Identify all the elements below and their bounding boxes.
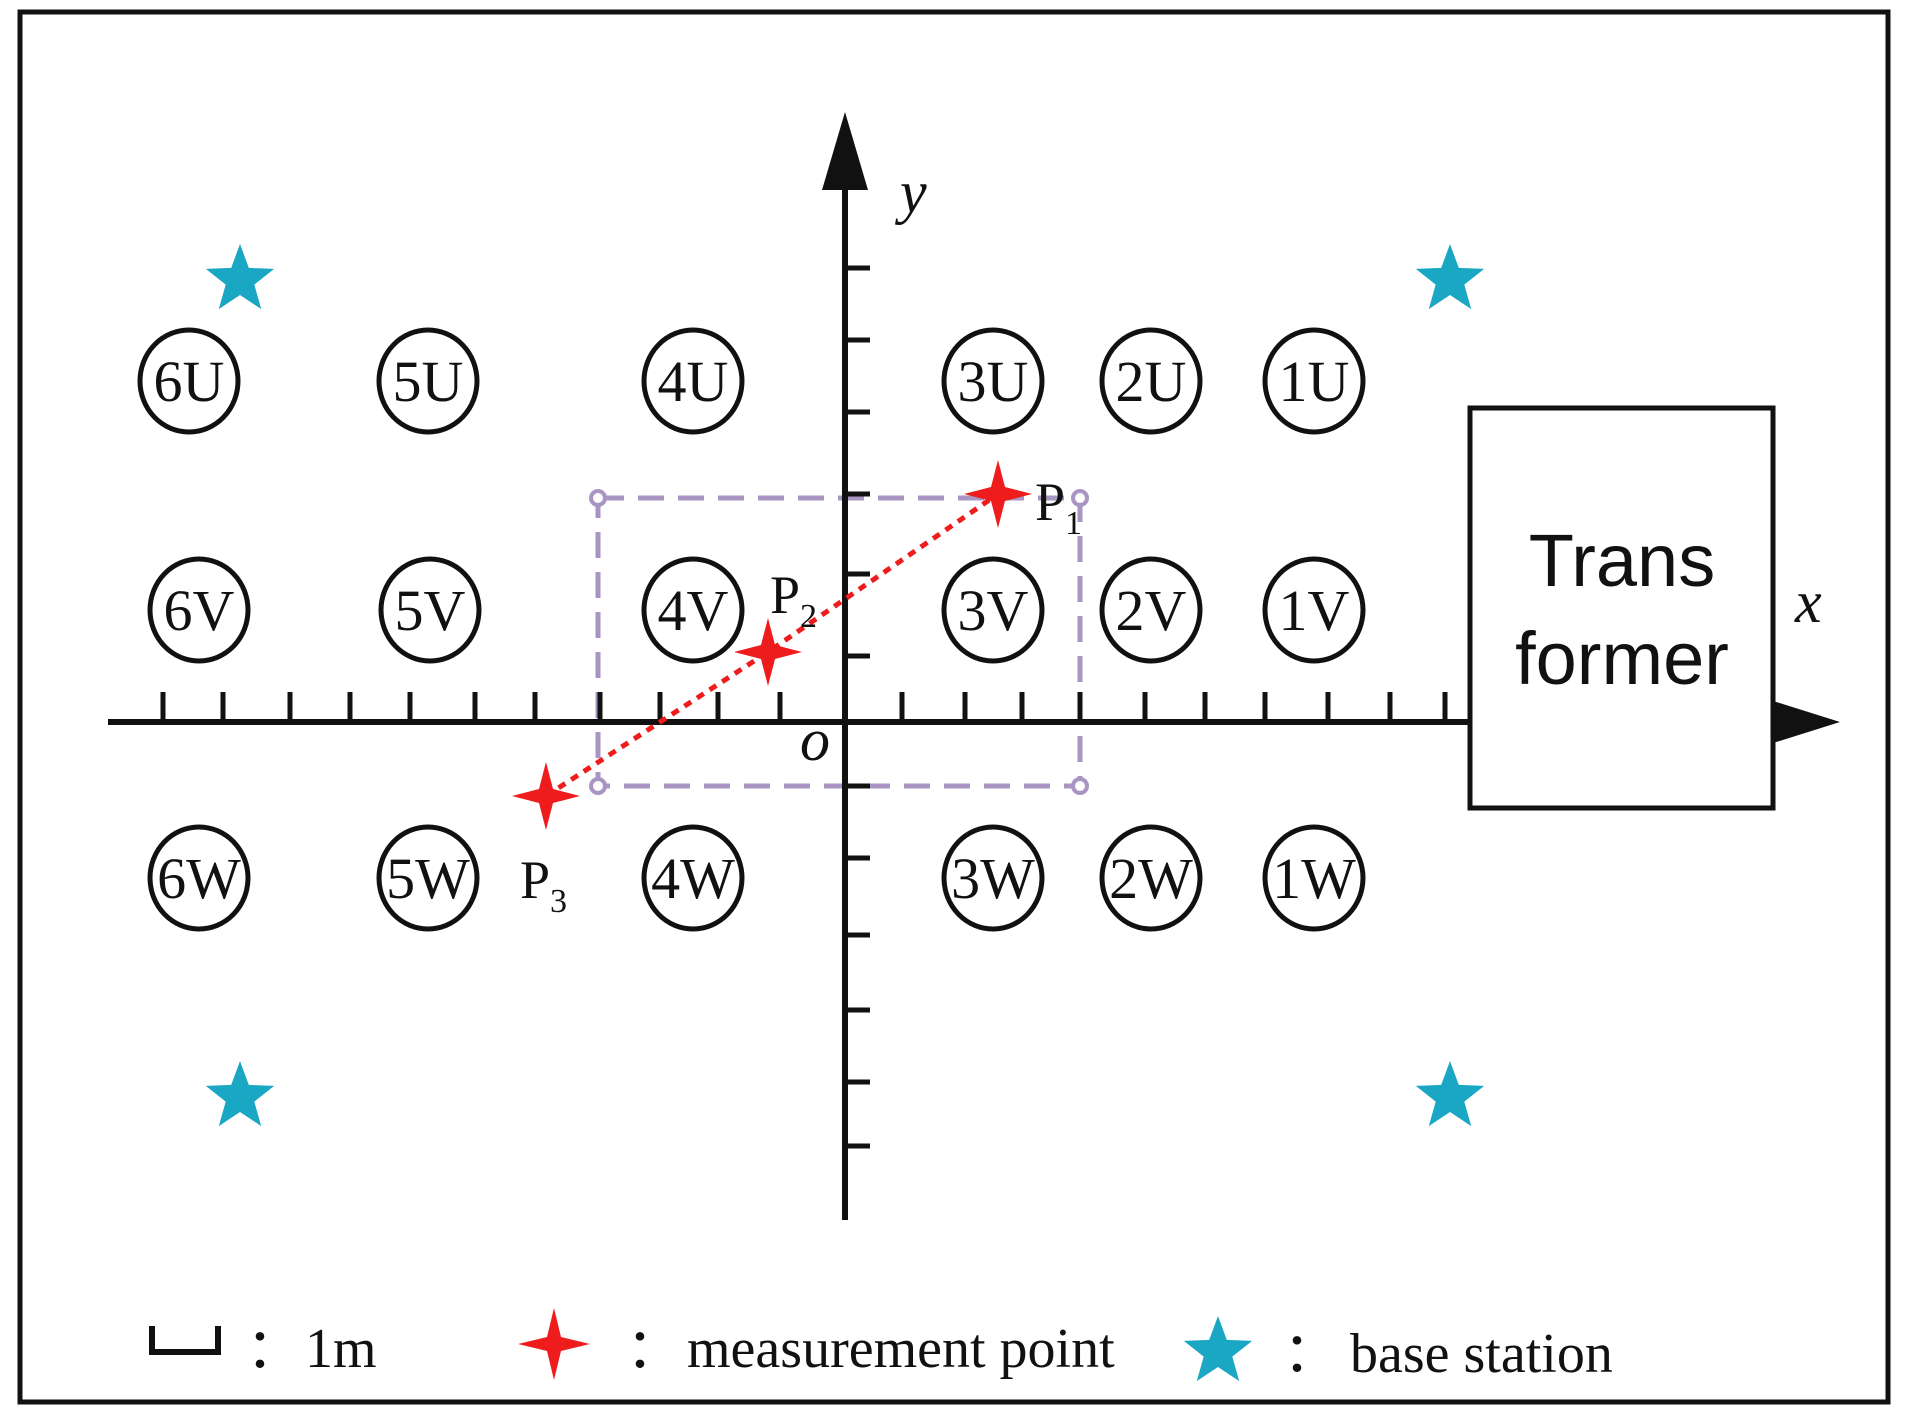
bushing-2W: 2W: [1099, 824, 1203, 932]
legend-base-station-icon: [1183, 1316, 1253, 1382]
svg-text:6W: 6W: [157, 846, 241, 911]
origin-label: o: [800, 707, 830, 773]
bushing-4W: 4W: [641, 824, 745, 932]
y-axis: y o: [800, 112, 927, 1220]
bushing-3U: 3U: [941, 327, 1045, 435]
x-axis-ticks: [160, 692, 1448, 722]
outer-frame: [17, 9, 1891, 1405]
svg-text:2V: 2V: [1116, 578, 1187, 643]
measurement-point-icon: [734, 618, 802, 686]
legend-point-text: measurement point: [687, 1318, 1115, 1380]
svg-text:4U: 4U: [658, 349, 729, 414]
svg-text:3U: 3U: [958, 349, 1029, 414]
transformer-box: Trans former: [1467, 405, 1776, 811]
svg-text:5V: 5V: [395, 578, 466, 643]
legend-scale-text: 1m: [305, 1318, 377, 1380]
svg-text:5U: 5U: [393, 349, 464, 414]
svg-text:4W: 4W: [651, 846, 735, 911]
x-axis-label: x: [1794, 569, 1822, 635]
base-stations: [205, 244, 1485, 1127]
bushing-3W: 3W: [941, 824, 1045, 932]
bushing-4V: 4V: [641, 556, 745, 664]
svg-text:5W: 5W: [386, 846, 470, 911]
bushing-6V: 6V: [147, 556, 251, 664]
region-corner: [1071, 777, 1089, 795]
transformer-rect: [1467, 405, 1776, 811]
legend-station-text: base station: [1350, 1323, 1613, 1385]
x-axis-arrow: [1770, 700, 1840, 744]
bushing-2U: 2U: [1099, 327, 1203, 435]
region-corner: [589, 777, 607, 795]
bushing-3V: 3V: [941, 556, 1045, 664]
bushing-6W: 6W: [147, 824, 251, 932]
measurement-path: [544, 491, 1000, 799]
bushing-1V: 1V: [1262, 556, 1366, 664]
region-corner: [589, 489, 607, 507]
y-axis-label: y: [894, 159, 927, 225]
svg-text:6V: 6V: [164, 578, 235, 643]
measurement-point-p3: P3: [512, 762, 580, 920]
base-station-icon: [205, 244, 275, 310]
legend-measurement-point-icon: [518, 1308, 590, 1380]
point-label-p3: P3: [520, 850, 567, 920]
measurement-point-icon: [964, 460, 1032, 528]
point-label-p2: P2: [770, 565, 817, 635]
measurement-point-p2: P2: [734, 565, 817, 686]
base-station-icon: [1415, 1061, 1485, 1127]
transformer-label-line2: former: [1515, 617, 1729, 700]
svg-text:3W: 3W: [951, 846, 1035, 911]
y-axis-ticks: [845, 265, 870, 1149]
region-rect: [595, 495, 1083, 789]
bushing-4U: 4U: [641, 327, 745, 435]
bushing-5W: 5W: [376, 824, 480, 932]
svg-text:2W: 2W: [1109, 846, 1193, 911]
svg-text:1V: 1V: [1279, 578, 1350, 643]
point-label-p1: P1: [1035, 472, 1082, 542]
bushing-6U: 6U: [137, 327, 241, 435]
bushing-2V: 2V: [1099, 556, 1203, 664]
bushing-1W: 1W: [1262, 824, 1366, 932]
bushing-grid: 6U 5U 4U 3U 2U 1U 6V 5V 4V 3V 2V 1V 6W 5…: [137, 327, 1366, 932]
legend-point-sep: ：: [626, 1319, 682, 1381]
svg-text:1W: 1W: [1272, 846, 1356, 911]
legend-scale-sep: ：: [246, 1319, 302, 1381]
measurement-point-p1: P1: [964, 460, 1082, 542]
region-corner: [1071, 489, 1089, 507]
y-axis-arrow: [822, 112, 868, 190]
svg-text:4V: 4V: [658, 578, 729, 643]
svg-text:3V: 3V: [958, 578, 1029, 643]
svg-text:2U: 2U: [1116, 349, 1187, 414]
base-station-icon: [1415, 244, 1485, 310]
base-station-icon: [205, 1061, 275, 1127]
measurement-region: [589, 489, 1089, 795]
legend-station-sep: ：: [1283, 1323, 1339, 1385]
measurement-point-icon: [512, 762, 580, 830]
svg-text:1U: 1U: [1279, 349, 1350, 414]
scale-bar-icon: [149, 1326, 221, 1355]
bushing-1U: 1U: [1262, 327, 1366, 435]
bushing-5U: 5U: [376, 327, 480, 435]
bushing-5V: 5V: [378, 556, 482, 664]
svg-text:6U: 6U: [154, 349, 225, 414]
legend: ： 1m ： measurement point ： base station: [149, 1308, 1613, 1385]
transformer-label-line1: Trans: [1529, 519, 1715, 602]
